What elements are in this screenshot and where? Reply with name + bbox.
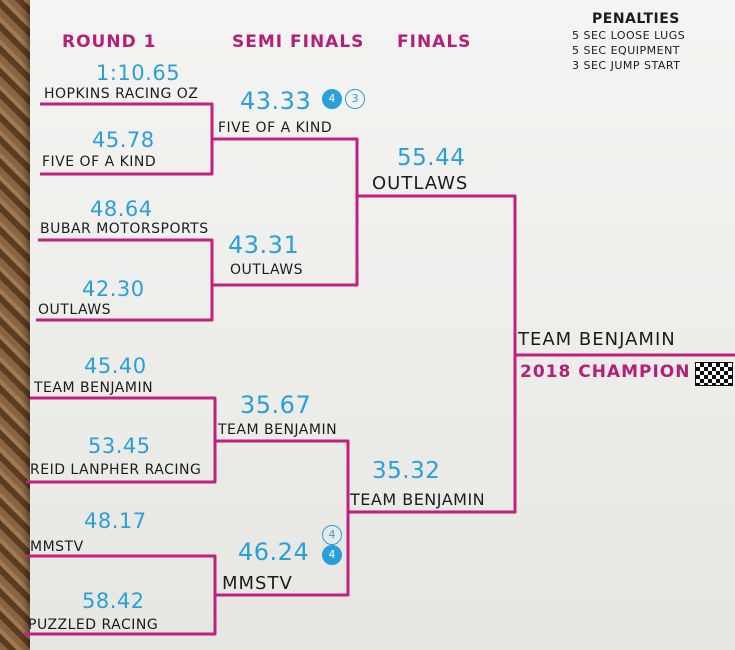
semi-team: OUTLAWS — [230, 262, 303, 278]
r1-time: 58.42 — [82, 589, 145, 613]
penalty-mark: 4 — [322, 545, 342, 565]
penalty-item: 5 SEC EQUIPMENT — [572, 44, 681, 57]
champion-label: 2018 CHAMPION — [520, 362, 691, 382]
semi-time: 35.67 — [240, 391, 312, 419]
r1-team: TEAM BENJAMIN — [34, 380, 154, 396]
penalty-item: 3 SEC JUMP START — [572, 59, 681, 72]
semi-pair-2-line — [215, 439, 350, 597]
r1-team: HOPKINS RACING OZ — [44, 86, 199, 102]
r1-team: REID LANPHER RACING — [30, 462, 202, 478]
final-team: OUTLAWS — [372, 173, 469, 194]
poster-paper — [30, 0, 735, 650]
r1-pair-2-line — [36, 238, 214, 322]
r1-time: 42.30 — [82, 277, 145, 301]
penalty-item: 5 SEC LOOSE LUGS — [572, 29, 686, 42]
champion-team: TEAM BENJAMIN — [518, 329, 676, 350]
final-time: 55.44 — [397, 145, 466, 171]
r1-time: 53.45 — [88, 434, 151, 458]
final-time: 35.32 — [372, 458, 441, 484]
r1-team: PUZZLED RACING — [28, 617, 159, 633]
r1-time: 1:10.65 — [96, 61, 181, 85]
checkered-flag-icon — [695, 362, 733, 386]
penalties-title: PENALTIES — [592, 11, 680, 27]
r1-team: OUTLAWS — [38, 302, 111, 318]
penalty-mark: 4 — [322, 89, 342, 109]
semi-time: 43.31 — [228, 231, 300, 259]
r1-time: 45.40 — [84, 354, 147, 378]
r1-team: FIVE OF A KIND — [42, 154, 157, 170]
semi-team: MMSTV — [222, 573, 293, 594]
r1-time: 48.17 — [84, 509, 147, 533]
r1-time: 48.64 — [90, 197, 153, 221]
penalty-mark: 4 — [322, 525, 342, 545]
semi-time: 43.33 — [240, 87, 312, 115]
semi-time: 46.24 — [238, 538, 310, 566]
penalty-mark: 3 — [345, 89, 365, 109]
round1-header: ROUND 1 — [62, 32, 157, 52]
finals-header: FINALS — [397, 32, 472, 52]
semi-finals-header: SEMI FINALS — [232, 32, 365, 52]
r1-time: 45.78 — [92, 128, 155, 152]
semi-team: FIVE OF A KIND — [218, 120, 333, 136]
semi-pair-1-line — [212, 137, 359, 287]
final-team: TEAM BENJAMIN — [350, 490, 486, 509]
r1-team: BUBAR MOTORSPORTS — [40, 221, 209, 237]
semi-team: TEAM BENJAMIN — [218, 422, 338, 438]
r1-team: MMSTV — [30, 539, 84, 555]
